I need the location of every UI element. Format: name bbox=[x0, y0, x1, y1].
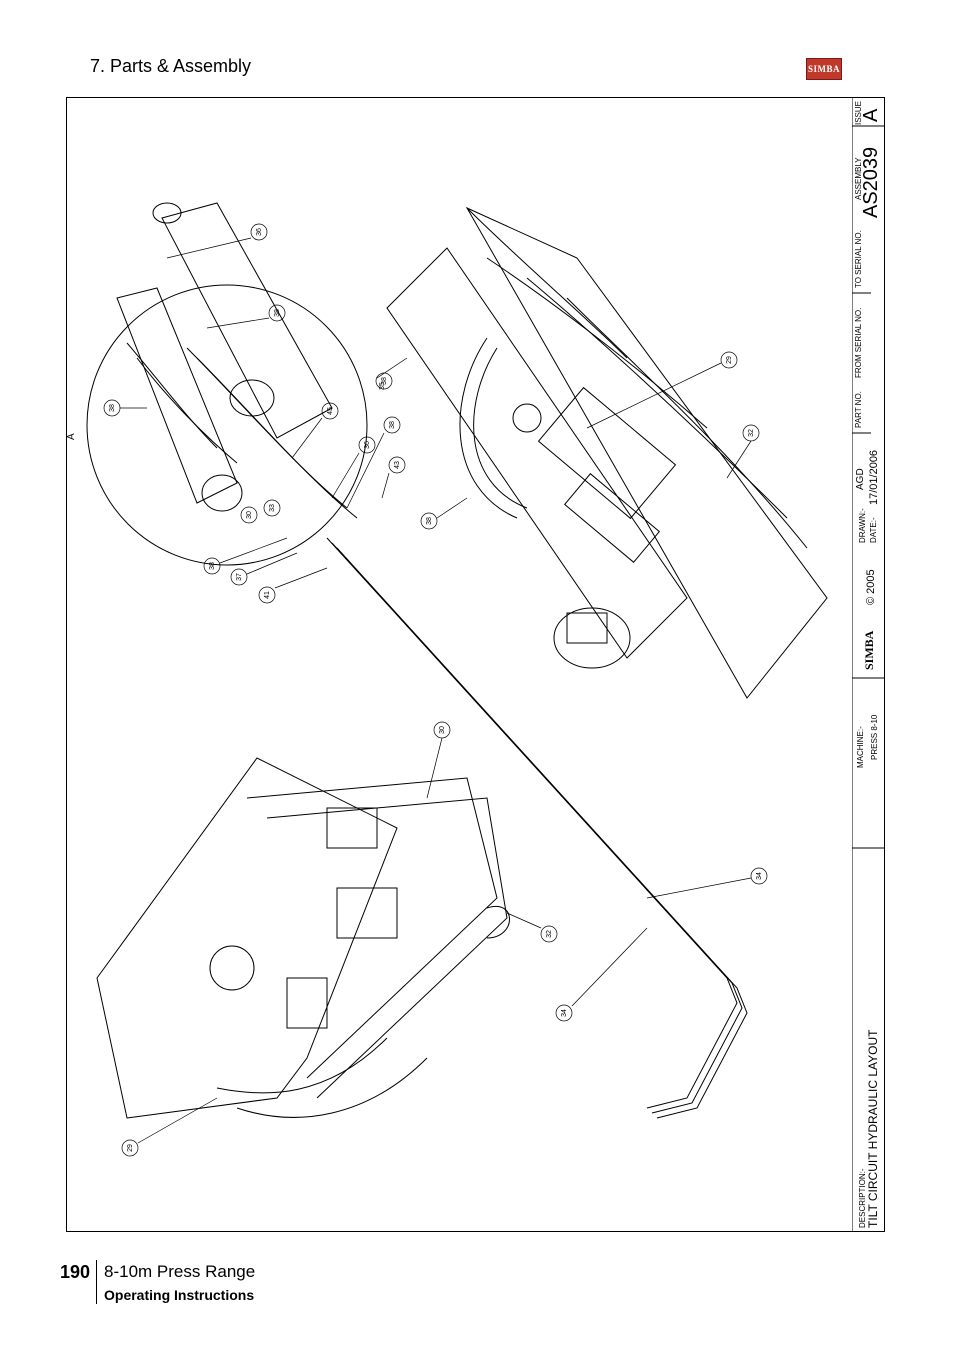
svg-text:29: 29 bbox=[127, 1144, 134, 1152]
copyright-text: © 2005 bbox=[865, 569, 877, 605]
svg-text:43: 43 bbox=[394, 461, 401, 469]
svg-text:36: 36 bbox=[256, 228, 263, 236]
svg-text:30: 30 bbox=[439, 726, 446, 734]
svg-text:32: 32 bbox=[748, 429, 755, 437]
long-pipe bbox=[326, 537, 738, 1109]
svg-text:38: 38 bbox=[109, 404, 116, 412]
brand-logo: SIMBA bbox=[806, 58, 842, 80]
svg-text:34: 34 bbox=[756, 872, 763, 880]
cylinder-upper bbox=[161, 202, 333, 439]
date-label: DATE:- bbox=[869, 517, 878, 543]
svg-text:38: 38 bbox=[274, 309, 281, 317]
svg-text:36: 36 bbox=[364, 441, 371, 449]
part-no-label: PART NO. bbox=[854, 391, 863, 428]
logo-text: SIMBA bbox=[807, 64, 840, 74]
svg-text:34: 34 bbox=[561, 1009, 568, 1017]
footer-subtitle: Operating Instructions bbox=[104, 1287, 255, 1303]
cylinder-right bbox=[386, 247, 688, 659]
svg-text:37: 37 bbox=[236, 573, 243, 581]
drawn-value: AGD bbox=[855, 468, 866, 490]
svg-text:33: 33 bbox=[269, 504, 276, 512]
svg-text:38: 38 bbox=[389, 421, 396, 429]
assembly-value: AS2039 bbox=[860, 146, 882, 218]
machine-label: MACHINE:- bbox=[856, 726, 865, 768]
from-serial-label: FROM SERIAL NO. bbox=[854, 307, 863, 378]
title-block-logo: SIMBA bbox=[862, 630, 876, 670]
issue-value: A bbox=[860, 108, 882, 122]
svg-text:41: 41 bbox=[264, 591, 271, 599]
drawn-label: DRAWN:- bbox=[858, 508, 867, 543]
description-value: TILT CIRCUIT HYDRAULIC LAYOUT bbox=[866, 1029, 880, 1228]
detail-circle bbox=[86, 284, 368, 566]
svg-text:38: 38 bbox=[209, 562, 216, 570]
svg-text:32: 32 bbox=[546, 930, 553, 938]
svg-text:30: 30 bbox=[246, 511, 253, 519]
detail-marker: A bbox=[66, 433, 77, 440]
footer-title: 8-10m Press Range bbox=[104, 1262, 256, 1281]
drawing-frame bbox=[66, 97, 885, 1232]
date-value: 17/01/2006 bbox=[868, 449, 880, 505]
tank-lower bbox=[96, 757, 398, 1119]
machine-value: PRESS 8-10 bbox=[870, 714, 879, 760]
footer-divider bbox=[96, 1260, 97, 1304]
callout-35: 35 bbox=[379, 382, 386, 390]
svg-text:45: 45 bbox=[327, 407, 334, 415]
to-serial-label: TO SERIAL NO. bbox=[854, 230, 863, 288]
svg-text:38: 38 bbox=[426, 517, 433, 525]
hydraulic-layout-drawing: 36 38 38 38 45 36 38 43 33 30 38 38 37 4… bbox=[86, 202, 828, 1157]
title-block-frame bbox=[852, 98, 885, 1231]
page-number: 190 bbox=[60, 1262, 91, 1282]
cylinder-lower bbox=[116, 287, 238, 504]
svg-text:38: 38 bbox=[381, 377, 388, 385]
section-title: 7. Parts & Assembly bbox=[90, 56, 252, 76]
svg-text:29: 29 bbox=[726, 356, 733, 364]
